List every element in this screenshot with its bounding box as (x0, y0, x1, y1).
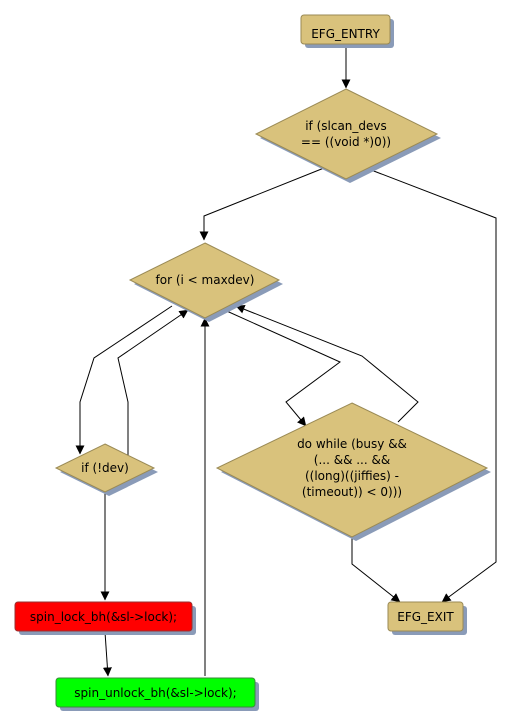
edge-check-to-exit (365, 167, 497, 603)
edge-lock-to-unlock (102, 631, 112, 677)
unlock-label: spin_unlock_bh(&sl->lock); (74, 686, 236, 700)
lock-label: spin_lock_bh(&sl->lock); (30, 610, 177, 624)
dowhile-label-line: (... && ... && (314, 453, 390, 467)
check-devs-decision: if (slcan_devs == ((void *)0)) (254, 88, 441, 183)
ifdev-decision: if (!dev) (54, 443, 158, 496)
exit-label: EFG_EXIT (397, 610, 454, 624)
check-label-line: if (slcan_devs (305, 119, 387, 133)
ifdev-label: if (!dev) (81, 461, 129, 475)
edge-ifdev-to-loop (117, 309, 189, 458)
loop-label-line: for (i < maxdev) (156, 273, 255, 287)
entry-label-line: EFG_ENTRY (311, 27, 380, 41)
loop-decision: for (i < maxdev) (128, 242, 283, 322)
unlock-label-line: spin_unlock_bh(&sl->lock); (74, 686, 236, 700)
edge-dowhile-to-loop (235, 304, 419, 423)
edge-loop-to-dowhile (219, 307, 341, 427)
edge-dowhile-to-exit (351, 538, 401, 603)
edge-loop-to-ifdev (75, 305, 173, 455)
entry-node: EFG_ENTRY (300, 14, 394, 48)
entry-label: EFG_ENTRY (311, 27, 380, 41)
lock-node: spin_lock_bh(&sl->lock); (14, 601, 196, 635)
check-label-line: == ((void *)0)) (301, 135, 391, 149)
dowhile-decision: do while (busy && (... && ... && ((long)((… (215, 402, 491, 541)
check-devs-label: if (slcan_devs == ((void *)0)) (301, 119, 391, 149)
loop-label: for (i < maxdev) (156, 273, 255, 287)
dowhile-label-line: do while (busy && (297, 437, 407, 451)
exit-label-line: EFG_EXIT (397, 610, 454, 624)
dowhile-label-line: (timeout)) < 0))) (302, 485, 402, 499)
dowhile-label: do while (busy && (... && ... && ((long)((… (297, 437, 407, 499)
edges (75, 44, 497, 677)
dowhile-label-line: ((long)((jiffies) - (305, 469, 399, 483)
unlock-node: spin_unlock_bh(&sl->lock); (55, 677, 259, 711)
ifdev-label-line: if (!dev) (81, 461, 129, 475)
edge-check-to-loop (199, 167, 325, 241)
lock-label-line: spin_lock_bh(&sl->lock); (30, 610, 177, 624)
exit-node: EFG_EXIT (387, 601, 467, 635)
